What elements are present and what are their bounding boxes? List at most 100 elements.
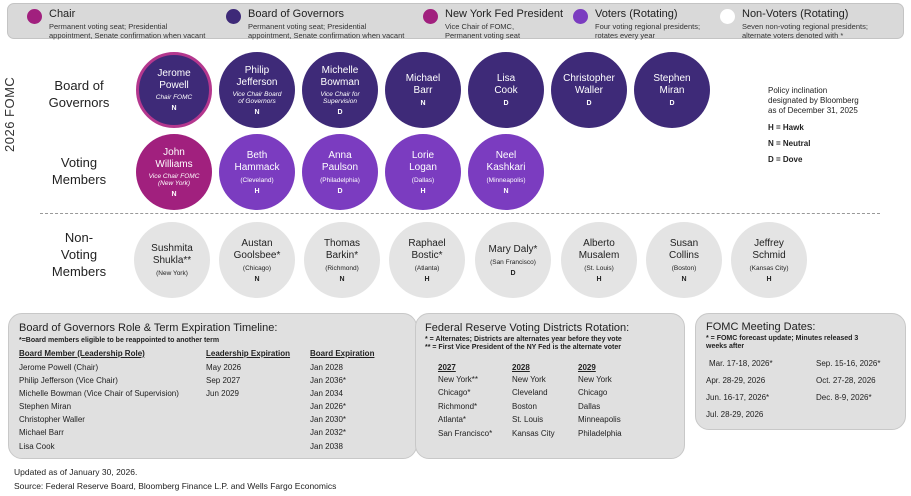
member-circle-daly: Mary Daly* (San Francisco) D [475,222,551,298]
legend-desc: Four voting regional presidents;rotates … [595,22,701,40]
legend-title: Board of Governors [248,8,344,20]
chair-dot-icon [27,9,42,24]
legend-title: New York Fed President [445,8,564,20]
timeline-cell: May 2026 [206,363,242,372]
legend-desc: Seven non-voting regional presidents;alt… [742,22,868,40]
meetings-panel: FOMC Meeting Dates: * = FOMC forecast up… [695,313,906,430]
col-head-member: Board Member (Leadership Role) [19,349,145,358]
legend-title: Chair [49,8,76,20]
district-cell: Chicago* [438,388,471,397]
meetings-note: * = FOMC forecast update; Minutes releas… [706,335,859,342]
district-cell: New York [578,375,612,384]
rotation-note: ** = First Vice President of the NY Fed … [425,344,621,351]
legend-title: Voters (Rotating) [595,8,678,20]
side-label-2026-fomc: 2026 FOMC [2,76,17,152]
col-head-board: Board Expiration [310,349,375,358]
district-cell: San Francisco* [438,429,493,438]
meeting-date: Oct. 27-28, 2026 [816,376,876,385]
timeline-cell: Jan 2038 [310,442,343,451]
nonvoters-dot-icon [720,9,735,24]
district-cell: St. Louis [512,415,544,424]
timeline-panel: Board of Governors Role & Term Expiratio… [8,313,417,459]
meeting-date: Mar. 17-18, 2026* [709,359,773,368]
policy-key-dove: D = Dove [768,155,803,164]
nyfed-dot-icon [423,9,438,24]
footer-updated: Updated as of January 30, 2026. [14,467,138,477]
timeline-note: *=Board members eligible to be reappoint… [19,337,220,344]
meetings-note: weeks after [706,343,745,350]
timeline-cell: Jan 2036* [310,376,347,385]
district-cell: Philadelphia [578,429,622,438]
timeline-cell: Jan 2026* [310,402,347,411]
year-head-2027: 2027 [438,363,456,372]
meeting-date: Apr. 28-29, 2026 [706,376,766,385]
timeline-cell: Jan 2032* [310,428,347,437]
timeline-cell: Jan 2030* [310,415,347,424]
timeline-title: Board of Governors Role & Term Expiratio… [19,322,278,334]
district-cell: New York** [438,375,479,384]
meetings-title: FOMC Meeting Dates: [706,321,816,333]
board-dot-icon [226,9,241,24]
timeline-cell: Lisa Cook [19,442,55,451]
timeline-cell: Stephen Miran [19,402,72,411]
section-divider [40,213,880,214]
district-cell: New York [512,375,546,384]
district-cell: Richmond* [438,402,478,411]
district-cell: Chicago [578,388,608,397]
district-cell: Dallas [578,402,601,411]
voters-dot-icon [573,9,588,24]
meeting-date: Sep. 15-16, 2026* [816,359,881,368]
legend-title: Non-Voters (Rotating) [742,8,849,20]
timeline-cell: Michael Barr [19,428,64,437]
policy-key-neutral: N = Neutral [768,139,811,148]
district-cell: Atlanta* [438,415,467,424]
timeline-cell: Jan 2034 [310,389,343,398]
year-head-2029: 2029 [578,363,596,372]
meeting-date: Jun. 16-17, 2026* [706,393,770,402]
meeting-date: Dec. 8-9, 2026* [816,393,872,402]
policy-key-hawk: H = Hawk [768,123,804,132]
district-cell: Minneapolis [578,415,621,424]
district-cell: Boston [512,402,537,411]
rotation-title: Federal Reserve Voting Districts Rotatio… [425,322,630,334]
timeline-cell: Christopher Waller [19,415,85,424]
year-head-2028: 2028 [512,363,530,372]
col-head-leadership: Leadership Expiration [206,349,291,358]
rotation-panel: Federal Reserve Voting Districts Rotatio… [415,313,685,459]
timeline-cell: Jan 2028 [310,363,343,372]
legend-bar: Chair Permanent voting seat; Presidentia… [7,3,904,40]
meeting-date: Jul. 28-29, 2026 [706,410,764,419]
timeline-cell: Sep 2027 [206,376,241,385]
district-cell: Kansas City [512,429,555,438]
timeline-cell: Jerome Powell (Chair) [19,363,99,372]
legend-desc: Vice Chair of FOMC,Permanent voting seat [445,22,521,40]
timeline-cell: Jun 2029 [206,389,239,398]
rotation-note: * = Alternates; Districts are alternates… [425,336,622,343]
district-cell: Cleveland [512,388,548,397]
footer-source: Source: Federal Reserve Board, Bloomberg… [14,481,337,491]
timeline-cell: Michelle Bowman (Vice Chair of Supervisi… [19,389,179,398]
